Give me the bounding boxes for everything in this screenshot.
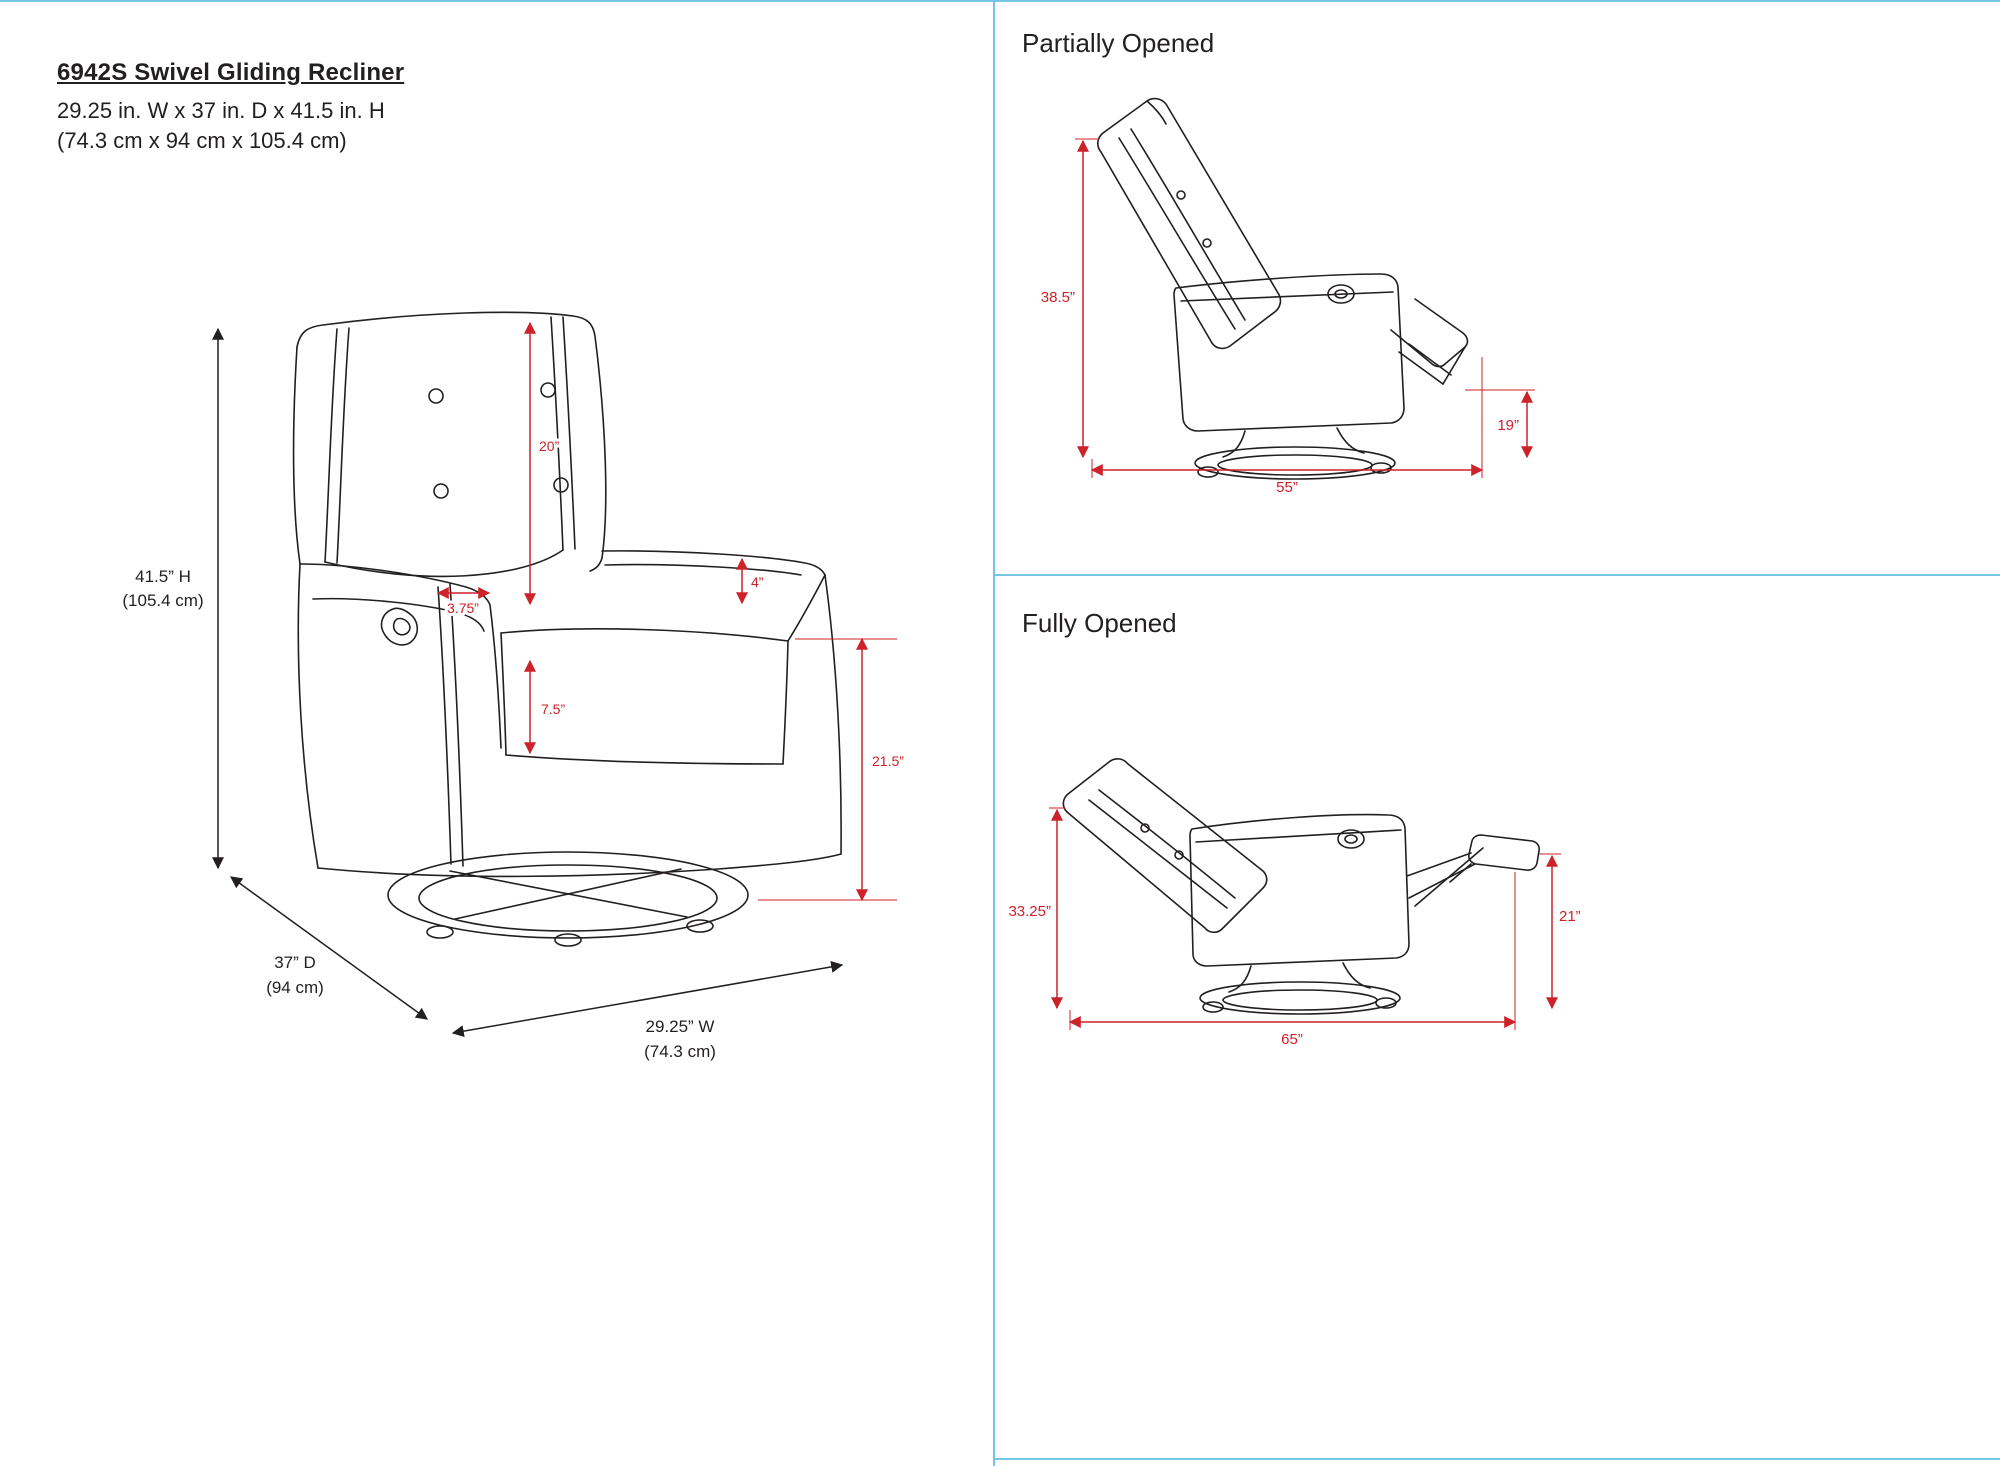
seat-height-label: 21.5” [872, 753, 904, 769]
arm-above-seat-label: 4” [751, 574, 764, 590]
back-cushion-label: 20” [539, 438, 560, 454]
width-label-in: 29.25” W [646, 1017, 715, 1036]
full-depth-label: 65” [1281, 1031, 1303, 1048]
recliner-front-drawing [292, 311, 842, 947]
dimensions-cm: (74.3 cm x 94 cm x 105.4 cm) [57, 128, 347, 154]
swivel-base [387, 851, 749, 947]
partially-opened-drawing: 38.5” 19” 55” [1041, 97, 1535, 496]
recliner-partial-drawing [1097, 97, 1469, 480]
partial-depth-label: 55” [1276, 479, 1298, 496]
height-label-cm: (105.4 cm) [122, 591, 203, 610]
full-footrest-height-label: 21” [1559, 908, 1581, 925]
panel-fully-opened: Fully Opened [995, 576, 2000, 1458]
width-label-cm: (74.3 cm) [644, 1042, 716, 1061]
divider-right-bottom [993, 1458, 2000, 1460]
dim-depth-arrow [230, 876, 428, 1020]
divider-top [0, 0, 2000, 2]
dimensions-inches: 29.25 in. W x 37 in. D x 41.5 in. H [57, 97, 385, 123]
fully-opened-title: Fully Opened [1022, 608, 1177, 638]
panel-front-view: 6942S Swivel Gliding Recliner 29.25 in. … [0, 2, 993, 1466]
model-title: 6942S Swivel Gliding Recliner [57, 59, 405, 86]
depth-label-cm: (94 cm) [266, 978, 324, 997]
armrest-width-label: 3.75” [447, 600, 479, 616]
fully-opened-drawing: 33.25” 21” 65” [1008, 758, 1581, 1048]
title-block: 6942S Swivel Gliding Recliner 29.25 in. … [57, 56, 404, 157]
recline-lever-side [1327, 284, 1355, 304]
footrest-full [1406, 834, 1540, 907]
dim-overall [212, 327, 844, 1038]
recliner-full-drawing [1062, 758, 1540, 1015]
partially-opened-title: Partially Opened [1022, 28, 1215, 58]
tufting-buttons [428, 382, 569, 499]
dim-width-arrow [451, 960, 844, 1038]
seat-thickness-label: 7.5” [541, 701, 565, 717]
swivel-base-side [1199, 962, 1401, 1015]
dim-full [1051, 808, 1558, 1028]
partial-footrest-height-label: 19” [1497, 417, 1519, 434]
depth-label-in: 37” D [274, 953, 316, 972]
partial-back-height-label: 38.5” [1041, 289, 1075, 306]
panel-partially-opened: Partially Opened [995, 2, 2000, 574]
divider-right-middle [993, 574, 2000, 576]
height-label-in: 41.5” H [135, 567, 191, 586]
recline-lever [380, 607, 419, 646]
recline-lever-side [1337, 829, 1365, 849]
divider-vertical [993, 0, 995, 1466]
footrest-partial [1390, 298, 1469, 385]
front-view-drawing: 41.5” H (105.4 cm) 37” D (94 cm) 29.25” … [122, 311, 907, 1061]
swivel-base-side [1194, 427, 1396, 480]
dim-internal [436, 321, 868, 902]
dim-partial [1077, 139, 1533, 476]
full-back-height-label: 33.25” [1008, 903, 1051, 920]
